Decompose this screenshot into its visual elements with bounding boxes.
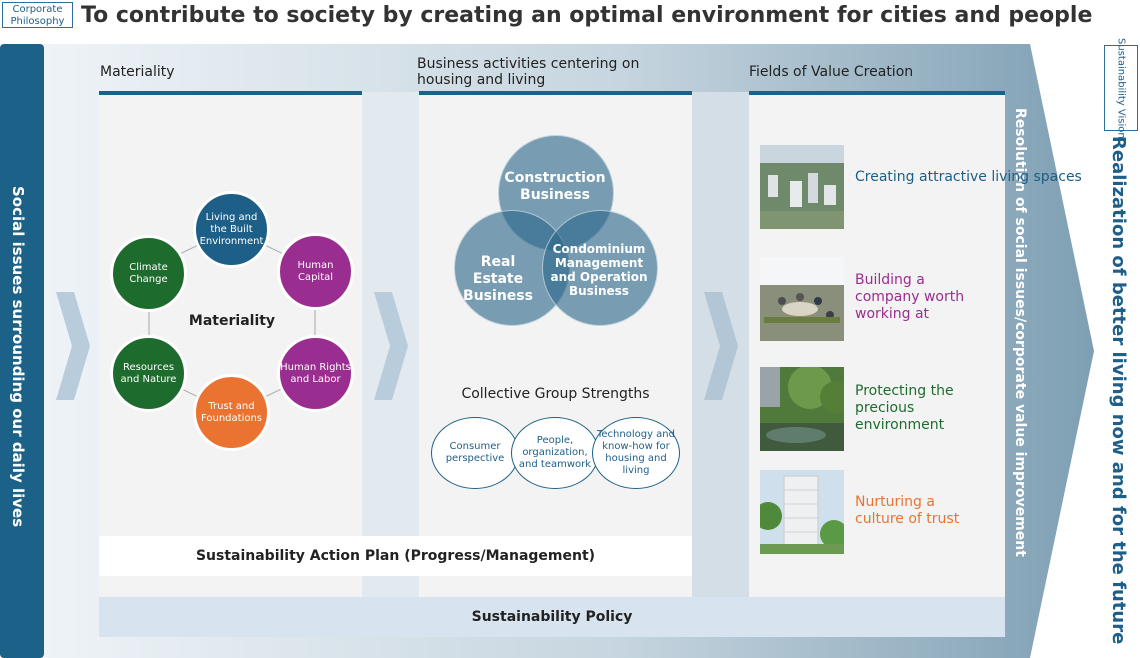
field-living-spaces: Creating attractive living spaces <box>855 169 1082 185</box>
venn-condominium <box>542 210 658 326</box>
field-culture-trust: Nurturing a culture of trust <box>855 494 960 527</box>
flow-chevron-3 <box>704 292 738 400</box>
social-issues-bar <box>0 44 44 658</box>
business-heading: Business activities centering on housing… <box>417 56 640 88</box>
fields-heading: Fields of Value Creation <box>749 64 914 80</box>
policy-bar: Sustainability Policy <box>99 597 1005 637</box>
aerial-city-photo <box>760 145 844 229</box>
action-plan-bar: Sustainability Action Plan (Progress/Man… <box>99 536 692 576</box>
materiality-center-label: Materiality <box>188 313 276 329</box>
field-environment: Protecting the precious environment <box>855 383 954 433</box>
materiality-living-built-environment: Living and the Built Environment <box>193 191 270 268</box>
corporate-philosophy-tag: Corporate Philosophy <box>2 2 73 28</box>
strength-people-organization: People, organization, and teamwork <box>511 417 599 489</box>
flow-chevron-1 <box>56 292 90 400</box>
sustainability-vision-tag: Sustainability Vision <box>1104 38 1138 138</box>
page-title: To contribute to society by creating an … <box>81 3 1093 28</box>
strength-consumer-perspective: Consumer perspective <box>431 417 519 489</box>
field-company-worth: Building a company worth working at <box>855 272 965 322</box>
high-rise-building-photo <box>760 470 844 554</box>
realization-label: Realization of better living now and for… <box>1108 136 1129 645</box>
social-issues-label: Social issues surrounding our daily live… <box>9 186 27 528</box>
materiality-heading: Materiality <box>100 64 175 80</box>
garden-pond-photo <box>760 367 844 451</box>
materiality-human-capital: Human Capital <box>277 233 354 310</box>
materiality-climate-change: Climate Change <box>110 235 187 312</box>
office-meeting-photo <box>760 257 844 341</box>
strengths-heading: Collective Group Strengths <box>461 386 650 402</box>
venn-condominium-label: Condominium Management and Operation Bus… <box>550 242 648 298</box>
strength-technology-know-how: Technology and know-how for housing and … <box>592 417 680 489</box>
venn-construction-label: Construction Business <box>504 170 606 203</box>
materiality-human-rights-labor: Human Rights and Labor <box>277 335 354 412</box>
materiality-resources-nature: Resources and Nature <box>110 335 187 412</box>
materiality-trust-foundations: Trust and Foundations <box>193 374 270 451</box>
venn-real-estate-label: Real Estate Business <box>463 254 533 304</box>
resolution-label: Resolution of social issues/corporate va… <box>1012 108 1028 557</box>
flow-chevron-2 <box>374 292 408 400</box>
